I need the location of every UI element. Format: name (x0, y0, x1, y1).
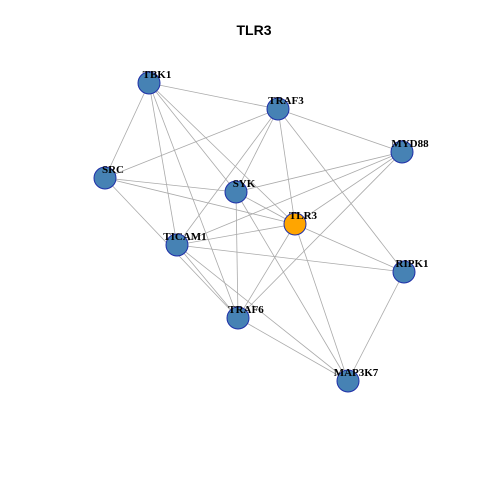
node-label-tbk1: TBK1 (143, 69, 172, 81)
node-label-traf3: TRAF3 (268, 95, 304, 107)
edge-tbk1-ticam1 (148, 82, 178, 246)
edge-tlr3-map3k7 (294, 223, 349, 382)
node-ticam1 (165, 233, 189, 257)
node-map3k7 (336, 369, 360, 393)
edge-ticam1-map3k7 (176, 244, 349, 382)
edge-myd88-ticam1 (176, 151, 403, 246)
edge-tbk1-tlr3 (148, 82, 296, 225)
node-label-ripk1: RIPK1 (396, 258, 429, 270)
edge-traf3-syk (235, 108, 279, 193)
edge-myd88-syk (235, 151, 403, 193)
edge-syk-traf6 (235, 191, 239, 319)
edge-traf6-map3k7 (237, 317, 349, 382)
edge-src-syk (104, 177, 237, 193)
node-src (93, 166, 117, 190)
edge-traf3-src (104, 108, 279, 179)
node-traf6 (226, 306, 250, 330)
edge-ripk1-map3k7 (347, 271, 405, 382)
edge-traf3-ticam1 (176, 108, 279, 246)
edge-ticam1-traf6 (176, 244, 239, 319)
edge-traf3-myd88 (277, 108, 403, 153)
node-myd88 (390, 140, 414, 164)
node-label-map3k7: MAP3K7 (334, 367, 379, 379)
node-label-src: SRC (102, 164, 124, 176)
node-label-traf6: TRAF6 (228, 304, 264, 316)
edge-traf3-ripk1 (277, 108, 405, 273)
edge-tlr3-ripk1 (294, 223, 405, 273)
edges-layer (104, 82, 405, 382)
node-tbk1 (137, 71, 161, 95)
node-syk (224, 180, 248, 204)
edge-traf3-tlr3 (277, 108, 296, 225)
edge-tlr3-ticam1 (176, 223, 296, 246)
graph-title: TLR3 (237, 22, 272, 38)
node-label-myd88: MYD88 (391, 138, 429, 150)
edge-syk-map3k7 (235, 191, 349, 382)
edge-tbk1-syk (148, 82, 237, 193)
node-traf3 (266, 97, 290, 121)
node-label-tlr3: TLR3 (289, 210, 318, 222)
edge-tbk1-traf6 (148, 82, 239, 319)
edge-tlr3-traf6 (237, 223, 296, 319)
node-tlr3 (283, 212, 307, 236)
edge-myd88-tlr3 (294, 151, 403, 225)
edge-src-tlr3 (104, 177, 296, 225)
edge-ticam1-ripk1 (176, 244, 405, 273)
node-label-syk: SYK (233, 178, 256, 190)
nodes-layer (93, 71, 416, 393)
node-label-ticam1: TICAM1 (163, 231, 206, 243)
edge-tbk1-traf3 (148, 82, 279, 110)
node-ripk1 (392, 260, 416, 284)
edge-tbk1-src (104, 82, 150, 179)
